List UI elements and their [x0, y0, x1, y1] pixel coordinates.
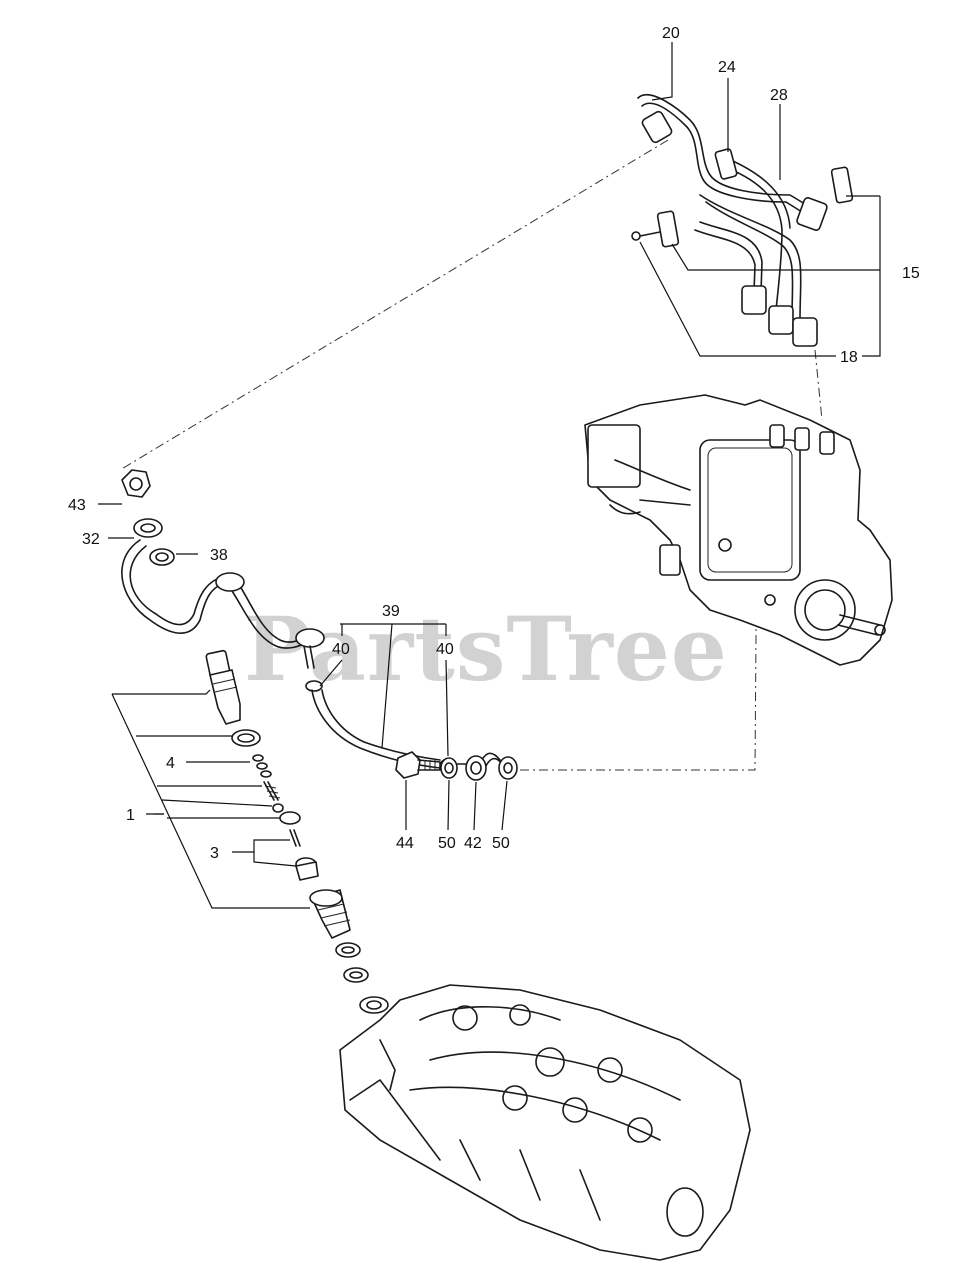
callout-15: 15 — [902, 265, 920, 282]
nozzle-holder-parts — [121, 469, 389, 1014]
callout-50-left: 50 — [438, 835, 456, 852]
callout-44: 44 — [396, 835, 414, 852]
assembly-dash-lines — [119, 139, 823, 771]
leader-lines — [98, 42, 881, 909]
cylinder-head — [339, 984, 751, 1261]
callout-38: 38 — [210, 547, 228, 564]
callout-40-right: 40 — [436, 641, 454, 658]
callout-labels: 20 24 28 15 18 43 32 38 39 40 40 4 1 3 4… — [68, 25, 920, 862]
callout-18: 18 — [840, 349, 858, 366]
callout-42: 42 — [464, 835, 482, 852]
injection-pump — [584, 394, 893, 666]
callout-20: 20 — [662, 25, 680, 42]
bottom-leader-stubs — [405, 779, 508, 831]
callout-43: 43 — [68, 497, 86, 514]
callout-24: 24 — [718, 59, 736, 76]
callout-50-right: 50 — [492, 835, 510, 852]
callout-3: 3 — [210, 845, 219, 862]
injection-pipe-set — [631, 93, 854, 347]
callout-39: 39 — [382, 603, 400, 620]
callout-1: 1 — [126, 807, 135, 824]
banjo-bolt-parts — [395, 751, 518, 781]
callout-32: 32 — [82, 531, 100, 548]
callout-40-left: 40 — [332, 641, 350, 658]
callout-28: 28 — [770, 87, 788, 104]
watermark: PartsTree — [244, 597, 728, 701]
callout-4: 4 — [166, 755, 175, 772]
